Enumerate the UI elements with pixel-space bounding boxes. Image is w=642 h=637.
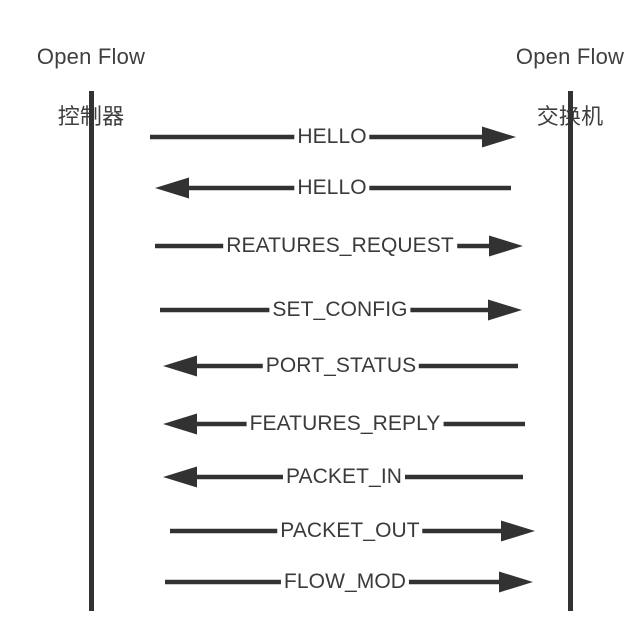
actor-switch-name-en: Open Flow	[515, 44, 625, 69]
message-row: PORT_STATUS	[0, 346, 642, 386]
message-row: PACKET_IN	[0, 457, 642, 497]
message-label: FEATURES_REPLY	[246, 404, 444, 444]
message-row: PACKET_OUT	[0, 511, 642, 551]
message-row: HELLO	[0, 168, 642, 208]
message-row: HELLO	[0, 117, 642, 157]
actor-header-controller: Open Flow 控制器	[0, 12, 191, 162]
message-label: PACKET_OUT	[277, 511, 423, 551]
message-label: SET_CONFIG	[269, 290, 411, 330]
message-label: PACKET_IN	[282, 457, 406, 497]
message-row: FLOW_MOD	[0, 562, 642, 602]
message-row: REATURES_REQUEST	[0, 226, 642, 266]
actor-controller-name-en: Open Flow	[36, 44, 146, 69]
message-label: FLOW_MOD	[280, 562, 410, 602]
message-label: REATURES_REQUEST	[223, 226, 457, 266]
message-label: HELLO	[294, 168, 370, 208]
message-row: SET_CONFIG	[0, 290, 642, 330]
message-label: HELLO	[294, 117, 370, 157]
lifeline-controller	[89, 91, 94, 611]
message-label: PORT_STATUS	[262, 346, 420, 386]
message-row: FEATURES_REPLY	[0, 404, 642, 444]
lifeline-switch	[568, 91, 573, 611]
